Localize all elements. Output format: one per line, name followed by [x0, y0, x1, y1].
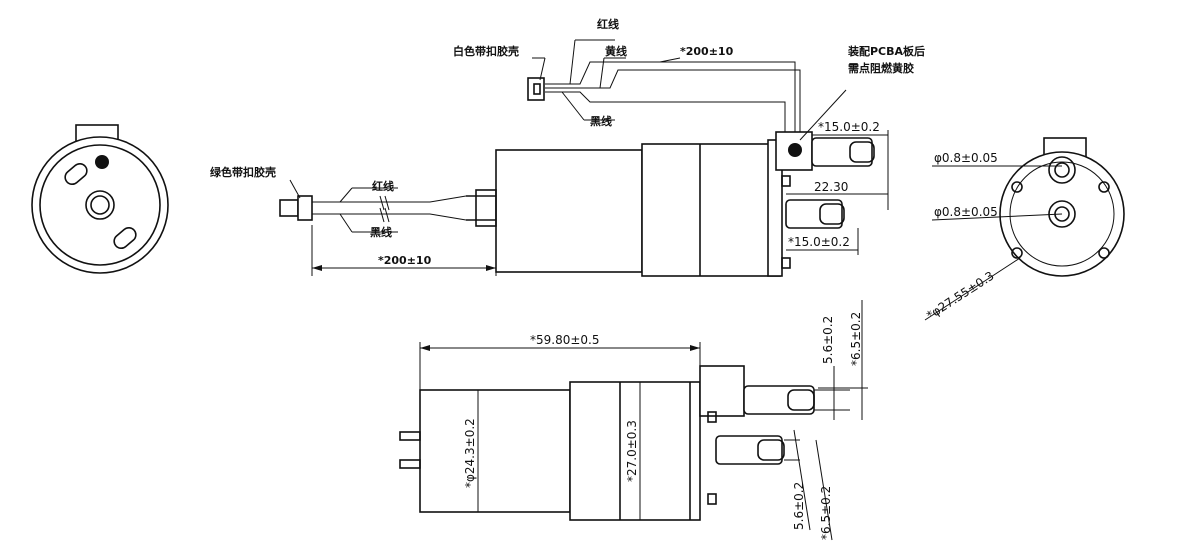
nozzle-bottom-dim: *15.0±0.2	[788, 235, 850, 249]
black-wire-left-label: 黑线	[370, 225, 392, 239]
top-side-view	[466, 131, 875, 277]
red-wire-top-label: 红线	[597, 17, 619, 31]
bottom-side-view	[399, 365, 815, 521]
top-wire-bundle	[527, 39, 847, 141]
pump-head-dia-dim: *27.0±0.3	[625, 420, 639, 482]
white-housing-label: 白色带扣胶壳	[453, 44, 519, 58]
black-wire-top-label: 黑线	[590, 114, 612, 128]
red-wire-left-label: 红线	[372, 179, 394, 193]
nozzle-outer-top-dim: *6.5±0.2	[849, 312, 863, 366]
nozzle-inner-top-dim: 5.6±0.2	[821, 316, 835, 364]
right-end-view	[999, 137, 1125, 277]
nozzle-gap-dim: 22.30	[814, 180, 848, 194]
overall-length-dim: *59.80±0.5	[530, 333, 600, 347]
pump-dia-label: *φ27.55±0.3	[924, 269, 997, 323]
length-top-label: *200±10	[680, 45, 734, 58]
left-end-view	[31, 124, 169, 274]
nozzle-top-dim: *15.0±0.2	[818, 120, 880, 134]
green-housing-label: 绿色带扣胶壳	[210, 165, 276, 179]
motor-dia-dim: *φ24.3±0.2	[463, 418, 477, 488]
nozzle-inner-bottom-dim: 5.6±0.2	[792, 482, 806, 530]
yellow-wire-label: 黄线	[605, 44, 627, 58]
pcba-note-line1: 装配PCBA板后	[847, 44, 925, 58]
length-left-label: *200±10	[378, 254, 432, 267]
left-wire-bundle	[279, 179, 467, 233]
pcba-note-line2: 需点阻燃黄胶	[848, 61, 914, 75]
pin-dia-2-label: φ0.8±0.05	[934, 205, 998, 219]
pin-dia-1-label: φ0.8±0.05	[934, 151, 998, 165]
nozzle-outer-bottom-dim: *6.5±0.2	[819, 486, 833, 540]
